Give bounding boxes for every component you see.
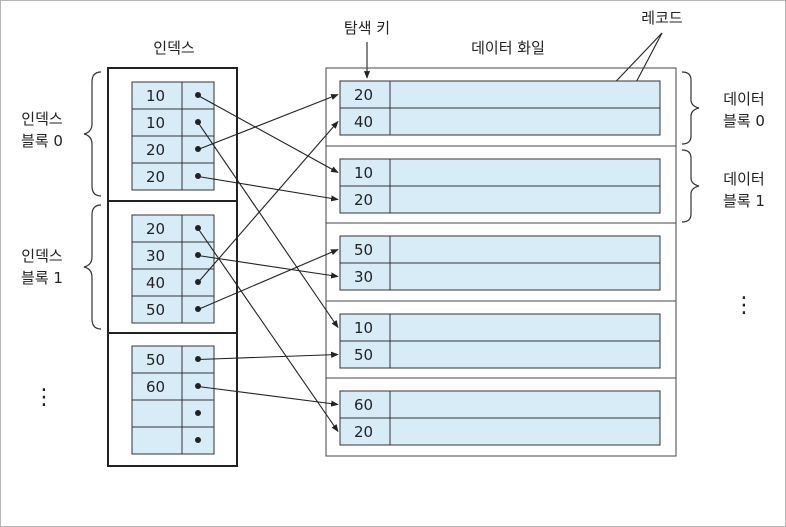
index-key-cell bbox=[131, 345, 183, 374]
index-block-0: 10 10 20 20 bbox=[131, 81, 215, 191]
record-key-cell bbox=[339, 390, 391, 419]
index-block-0-label-line1: 인덱스 bbox=[21, 110, 63, 128]
data-file-title: 데이터 화일 bbox=[471, 39, 545, 57]
index-key-cell bbox=[131, 426, 183, 455]
index-key-cell bbox=[131, 372, 183, 401]
pointer-dot bbox=[195, 119, 201, 125]
index-pointer-arrow bbox=[197, 120, 339, 283]
data-block-4: 60 20 bbox=[339, 390, 661, 446]
index-key: 20 bbox=[146, 220, 165, 238]
index-title: 인덱스 bbox=[153, 39, 195, 57]
record-data-cell bbox=[389, 313, 661, 342]
index-key-cell bbox=[131, 295, 183, 324]
record-data-cell bbox=[389, 185, 661, 214]
index-block-1-brace bbox=[83, 204, 102, 330]
index-key-cell bbox=[131, 214, 183, 243]
pointer-dot bbox=[195, 383, 201, 389]
index-key: 10 bbox=[146, 87, 165, 105]
index-block-1-label-line2: 블록 1 bbox=[21, 269, 63, 287]
record-key: 10 bbox=[354, 164, 373, 182]
record-data-cell bbox=[389, 262, 661, 291]
record-key: 20 bbox=[354, 86, 373, 104]
index-key: 20 bbox=[146, 168, 165, 186]
index-pointer-cell bbox=[181, 399, 215, 428]
index-key: 30 bbox=[146, 247, 165, 265]
record-data-cell bbox=[389, 390, 661, 419]
record-title: 레코드 bbox=[641, 9, 683, 27]
data-block-1: 10 20 bbox=[339, 158, 661, 214]
index-block-1-label-line1: 인덱스 bbox=[21, 247, 63, 265]
index-block-1: 20 30 40 50 bbox=[131, 214, 215, 324]
index-blocks-frame bbox=[107, 67, 238, 467]
record-data-cell bbox=[389, 235, 661, 264]
record-key: 20 bbox=[354, 423, 373, 441]
search-key-title: 탐색 키 bbox=[344, 19, 390, 37]
index-block-0-brace bbox=[83, 71, 102, 197]
index-key: 50 bbox=[146, 301, 165, 319]
record-key: 50 bbox=[354, 241, 373, 259]
pointer-dot bbox=[195, 437, 201, 443]
index-block-0-label-line2: 블록 0 bbox=[21, 132, 63, 150]
index-key: 20 bbox=[146, 141, 165, 159]
record-key-cell bbox=[339, 417, 391, 446]
index-pointer-arrow bbox=[197, 122, 339, 329]
record-data-cell bbox=[389, 107, 661, 136]
data-block-0: 20 40 bbox=[339, 80, 661, 136]
index-pointer-arrow bbox=[197, 351, 339, 361]
index-pointer-arrow bbox=[197, 228, 339, 433]
pointer-arrows bbox=[197, 93, 339, 433]
index-pointer-arrow bbox=[197, 95, 339, 173]
record-data-cell bbox=[389, 158, 661, 187]
record-data-cell bbox=[389, 80, 661, 109]
index-more-ellipsis: ⋮ bbox=[33, 385, 55, 410]
index-pointer-arrow bbox=[197, 248, 339, 311]
index-key-cell bbox=[131, 162, 183, 191]
index-key: 10 bbox=[146, 114, 165, 132]
index-key-cell bbox=[131, 135, 183, 164]
data-block-0-label-line2: 블록 0 bbox=[723, 112, 765, 130]
pointer-dot bbox=[195, 252, 201, 258]
record-key: 10 bbox=[354, 319, 373, 337]
data-block-1-label-line2: 블록 1 bbox=[723, 192, 765, 210]
record-key: 30 bbox=[354, 268, 373, 286]
record-key-cell bbox=[339, 185, 391, 214]
data-block-0-label-line1: 데이터 bbox=[723, 90, 764, 108]
record-key-cell bbox=[339, 107, 391, 136]
data-file-frame bbox=[325, 67, 677, 457]
data-block-2: 50 30 bbox=[339, 235, 661, 291]
index-block-2: 50 60 bbox=[131, 345, 215, 455]
data-block-1-brace bbox=[681, 149, 700, 223]
data-more-ellipsis: ⋮ bbox=[733, 293, 755, 318]
index-key: 60 bbox=[146, 378, 165, 396]
index-key: 50 bbox=[146, 351, 165, 369]
record-data-cell bbox=[389, 340, 661, 369]
record-data-cell bbox=[389, 417, 661, 446]
record-key-cell bbox=[339, 80, 391, 109]
record-key: 60 bbox=[354, 396, 373, 414]
index-pointer-arrow bbox=[197, 175, 339, 202]
index-pointer-arrow bbox=[197, 254, 339, 279]
index-key: 40 bbox=[146, 274, 165, 292]
record-key: 20 bbox=[354, 191, 373, 209]
data-block-1-label-line1: 데이터 bbox=[723, 170, 764, 188]
data-block-3: 10 50 bbox=[339, 313, 661, 369]
pointer-dot bbox=[195, 410, 201, 416]
index-key-cell bbox=[131, 399, 183, 428]
pointer-dot bbox=[195, 173, 201, 179]
index-key-cell bbox=[131, 108, 183, 137]
record-key: 50 bbox=[354, 346, 373, 364]
index-pointer-arrow bbox=[197, 93, 339, 151]
data-block-0-brace bbox=[681, 71, 700, 145]
pointer-dot bbox=[195, 225, 201, 231]
index-pointer-arrow bbox=[197, 385, 339, 407]
record-key: 40 bbox=[354, 113, 373, 131]
